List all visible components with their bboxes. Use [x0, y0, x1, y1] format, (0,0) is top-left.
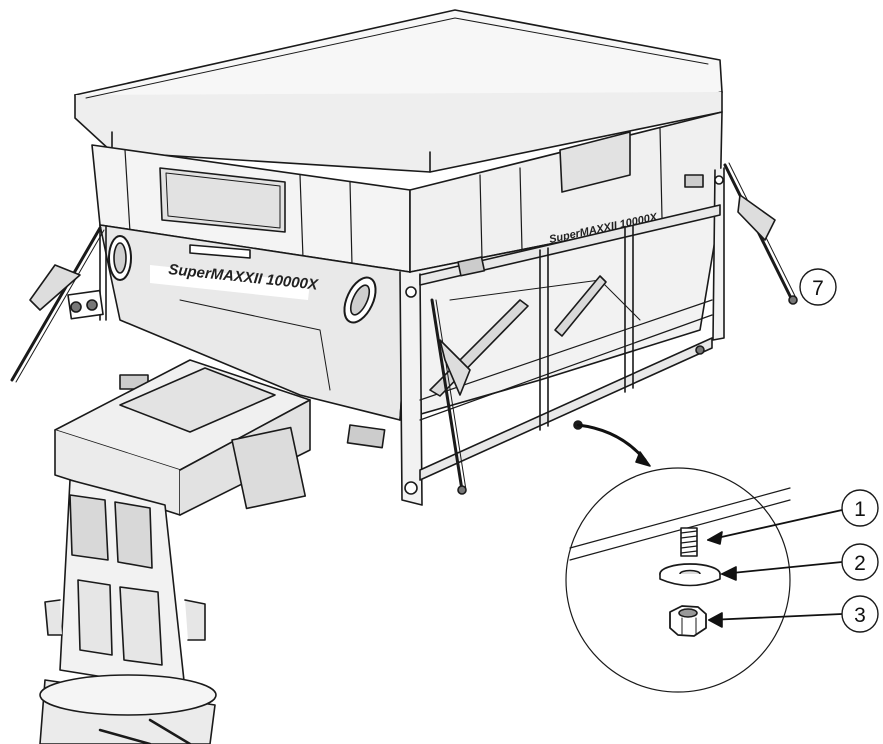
washer-part — [659, 563, 721, 587]
nut-part — [669, 605, 707, 637]
svg-text:2: 2 — [854, 552, 866, 575]
svg-text:7: 7 — [812, 277, 824, 300]
detail-leader — [574, 421, 651, 467]
chute-assembly — [39, 359, 311, 744]
bolt-part — [680, 527, 698, 557]
hopper-lid — [74, 9, 723, 173]
support-legs — [10, 162, 798, 495]
hopper-upper-body — [91, 111, 723, 273]
hopper-funnel — [99, 209, 721, 421]
svg-text:1: 1 — [854, 498, 866, 521]
callout-7: 7 — [799, 268, 837, 306]
detail-circle — [565, 467, 791, 693]
callout-leaders — [707, 509, 843, 628]
svg-text:3: 3 — [854, 604, 866, 627]
callout-2: 2 — [841, 543, 879, 581]
callout-3: 3 — [841, 595, 879, 633]
callout-1: 1 — [841, 489, 879, 527]
